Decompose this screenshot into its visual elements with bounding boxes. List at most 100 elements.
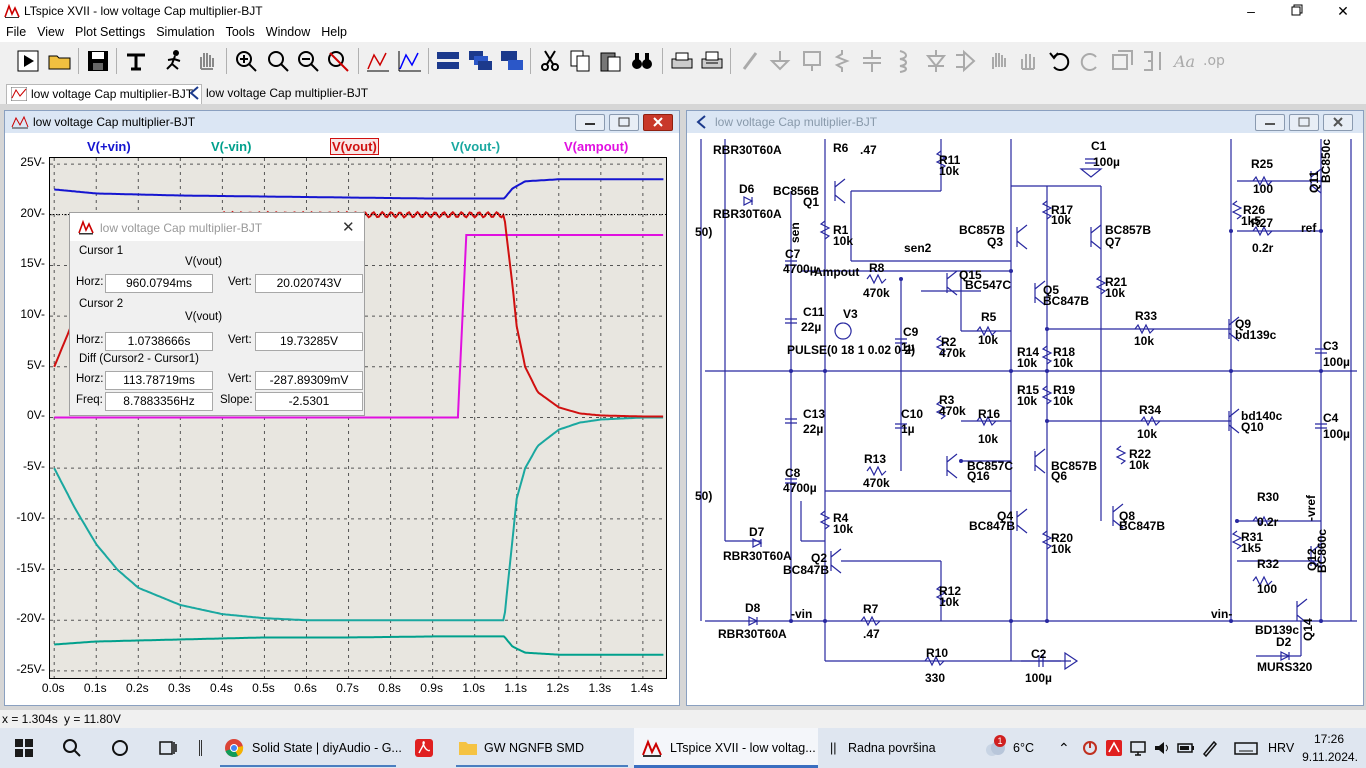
cursor2-vert-value[interactable]: 19.73285V (255, 332, 363, 351)
schematic-symbol[interactable] (830, 548, 842, 574)
schematic-label[interactable]: RBR30T60A (723, 549, 792, 563)
cursor1-vert-value[interactable]: 20.020743V (255, 274, 363, 293)
schematic-label[interactable]: RBR30T60A (718, 627, 787, 641)
find-icon[interactable] (628, 47, 656, 75)
schematic-label[interactable]: 470k (939, 404, 966, 418)
rotate-icon[interactable] (1108, 47, 1136, 75)
schematic-label[interactable]: bd140c (1241, 409, 1283, 423)
schematic-label[interactable]: BC856B (773, 184, 820, 198)
schematic-label[interactable]: R19 (1053, 383, 1076, 397)
schematic-label[interactable]: R16 (978, 407, 1001, 421)
schematic-symbol[interactable] (935, 400, 947, 420)
schematic-symbol[interactable] (866, 465, 887, 477)
schematic-label[interactable]: sen2 (904, 241, 932, 255)
schematic-label[interactable]: 100µ (1025, 671, 1052, 685)
cortana-icon[interactable] (110, 738, 130, 758)
schematic-symbol[interactable] (819, 510, 831, 530)
schematic-label[interactable]: 470k (939, 346, 966, 360)
schematic-label[interactable]: BC850c (1319, 139, 1333, 183)
schematic-label[interactable]: 1k5 (1241, 541, 1262, 555)
schematic-symbol[interactable] (752, 538, 763, 548)
schematic-symbol[interactable] (1252, 175, 1273, 187)
mirror-icon[interactable] (1138, 47, 1166, 75)
series-line-v-vin-[interactable] (54, 178, 664, 200)
zoom-in-icon[interactable] (232, 47, 260, 75)
schematic-symbol[interactable] (1310, 168, 1322, 194)
schematic-label[interactable]: R30 (1257, 490, 1280, 504)
schematic-label[interactable]: Ampout (814, 265, 860, 279)
schematic-symbol[interactable] (935, 585, 947, 605)
redo-icon[interactable] (1076, 47, 1104, 75)
schematic-symbol[interactable] (785, 478, 797, 484)
schematic-label[interactable]: 10k (1129, 458, 1150, 472)
schematic-label[interactable]: MURS320 (1257, 660, 1313, 674)
schematic-symbol[interactable] (1315, 423, 1327, 429)
schematic-symbol[interactable] (1228, 316, 1240, 342)
schematic-label[interactable]: Q7 (1105, 235, 1122, 249)
schematic-label[interactable]: C8 (785, 466, 801, 480)
schematic-label[interactable]: R2 (941, 335, 957, 349)
diff-freq-value[interactable]: 8.7883356Hz (105, 392, 213, 411)
schematic-label[interactable]: Q2 (811, 551, 828, 565)
copy-icon[interactable] (566, 47, 594, 75)
schematic-label[interactable]: .47 (860, 143, 877, 157)
trace-label-vout-minus[interactable]: V(vout-) (451, 139, 501, 154)
schematic-symbol[interactable] (1034, 280, 1046, 306)
tile-vertical-icon[interactable] (498, 47, 526, 75)
taskbar-item-chrome[interactable]: Solid State | diyAudio - G... (216, 728, 402, 768)
schematic-label[interactable]: Q5 (1043, 283, 1060, 297)
schematic-label[interactable]: 10k (939, 595, 960, 609)
zoom-full-icon[interactable] (264, 47, 292, 75)
schematic-symbol[interactable] (1016, 224, 1028, 250)
schematic-symbol[interactable] (1252, 225, 1273, 237)
tab-waveform[interactable]: low voltage Cap multiplier-BJT (6, 84, 202, 104)
schematic-label[interactable]: BC847B (783, 563, 830, 577)
tray-keyboard-icon[interactable] (1234, 738, 1258, 758)
schematic-label[interactable]: 100µ (1093, 155, 1120, 169)
schematic-symbol[interactable] (924, 655, 945, 667)
schematic-label[interactable]: .47 (863, 627, 880, 641)
schematic-label[interactable]: R7 (863, 602, 879, 616)
capacitor-icon[interactable] (858, 47, 886, 75)
schematic-label[interactable]: bd139c (1235, 328, 1277, 342)
schematic-label[interactable]: C3 (1323, 339, 1339, 353)
schematic-label[interactable]: 10k (1137, 427, 1158, 441)
menu-help[interactable]: Help (321, 25, 347, 39)
menu-window[interactable]: Window (265, 25, 311, 39)
schematic-label[interactable]: Q16 (967, 469, 990, 483)
schematic-label[interactable]: R25 (1251, 157, 1274, 171)
schematic-label[interactable]: 330 (925, 671, 946, 685)
schematic-label[interactable]: R34 (1139, 403, 1162, 417)
schematic-label[interactable]: Q8 (1119, 509, 1136, 523)
schematic-label[interactable]: C9 (903, 325, 919, 339)
schematic-label[interactable]: BC847B (969, 519, 1016, 533)
schematic-label[interactable]: 22µ (801, 320, 822, 334)
schematic-label[interactable]: V3 (843, 307, 858, 321)
schematic-label[interactable]: D2 (1276, 635, 1292, 649)
schematic-label[interactable]: 470k (863, 476, 890, 490)
schematic-symbol[interactable] (785, 418, 797, 424)
schematic-symbol[interactable] (1280, 651, 1291, 661)
schematic-label[interactable]: C7 (785, 247, 801, 261)
schematic-label[interactable]: 10k (1105, 286, 1126, 300)
schematic-label[interactable]: 10k (1017, 394, 1038, 408)
schematic-symbol[interactable] (1038, 655, 1044, 667)
trace-label-vout[interactable]: V(vout) (330, 138, 379, 155)
series-line-v-vout-[interactable] (53, 416, 664, 622)
schematic-label[interactable]: BC857B (959, 223, 1006, 237)
tile-horizontal-icon[interactable] (434, 47, 462, 75)
schematic-label[interactable]: R6 (833, 141, 849, 155)
schematic-label[interactable]: 1µ (901, 340, 915, 354)
schematic-label[interactable]: BC857B (1105, 223, 1152, 237)
schematic-label[interactable]: C11 (803, 305, 825, 319)
schematic-symbol[interactable] (895, 423, 907, 429)
schematic-symbol[interactable] (1034, 448, 1046, 474)
schematic-label[interactable]: R22 (1129, 447, 1152, 461)
schematic-symbol[interactable] (860, 615, 881, 627)
schematic-symbol[interactable] (834, 322, 852, 340)
windows-start-icon[interactable] (14, 738, 34, 758)
schematic-symbol[interactable] (1041, 530, 1053, 550)
taskbar-item-explorer[interactable]: GW NGNFB SMD (452, 728, 632, 768)
schematic-symbol[interactable] (1041, 200, 1053, 220)
schematic-label[interactable]: R5 (981, 310, 997, 324)
